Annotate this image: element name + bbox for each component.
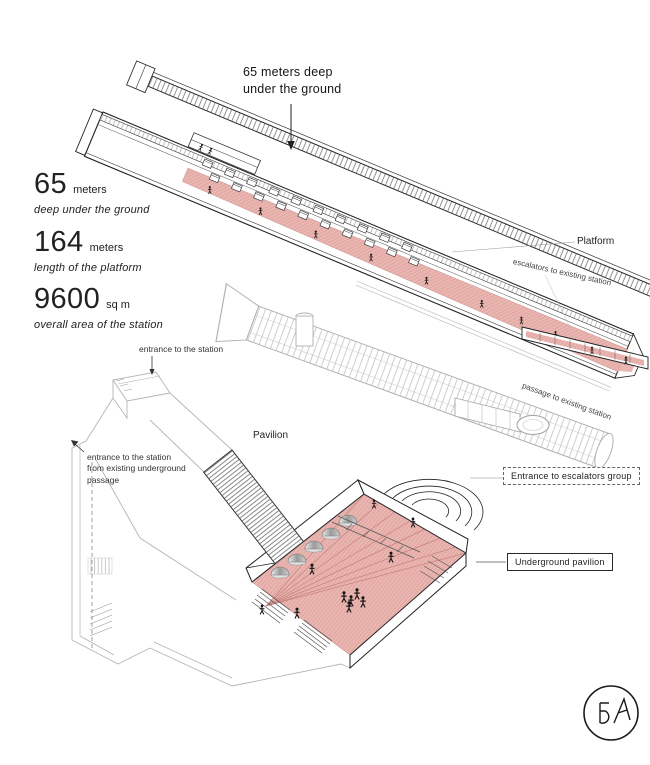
entrance-underground-label: entrance to the station from existing un… [87,452,197,486]
entrance-underground-line2: from existing underground [87,463,186,474]
depth-callout-line2: under the ground [243,81,342,96]
stat-depth-value: 65 [34,168,68,200]
escalators-group-box: Entrance to escalators group [503,467,640,485]
wall-section-drawing [126,60,650,299]
platform-drawing [75,108,649,392]
depth-callout-line1: 65 meters deep [243,65,333,79]
pavilion-roof-ribbed [202,449,305,565]
stat-area-caption: overall area of the station [34,319,163,331]
entrance-station-label: entrance to the station [139,344,224,354]
stat-length-caption: length of the platform [34,262,142,274]
stat-depth-caption: deep under the ground [34,204,150,216]
amphitheater-arcs [383,479,484,531]
stat-length-value: 164 [34,226,84,258]
pavilion-drawing [202,449,484,670]
passage-tube-drawing [215,282,614,469]
stat-length-unit: meters [89,242,124,254]
escalator-ramp-drawing [521,326,649,370]
dome-columns [270,514,358,579]
entrance-underground-line1: entrance to the station [87,452,172,462]
stat-depth-unit: meters [73,184,107,196]
pavilion-label: Pavilion [253,430,289,441]
stat-depth: 65 meters deep under the ground [34,168,150,216]
leader-lines [71,241,576,563]
concourse-drawing [71,371,351,687]
logo-glyph-b [599,702,610,724]
entrance-underground-line3: passage [87,474,120,485]
underground-pavilion-box: Underground pavilion [507,553,613,571]
platform-label: Platform [577,236,615,247]
logo-glyph-a [613,696,631,724]
stat-area: 9600 sq m overall area of the station [34,283,163,331]
stat-area-unit: sq m [106,299,130,311]
studio-logo [583,685,639,741]
depth-callout: 65 meters deep under the ground [243,64,341,97]
pavilion-stairs [251,588,333,654]
callout-arrow [287,104,295,150]
stat-area-value: 9600 [34,283,101,315]
stat-length: 164 meters length of the platform [34,226,142,274]
pavilion-escalators [331,515,453,584]
